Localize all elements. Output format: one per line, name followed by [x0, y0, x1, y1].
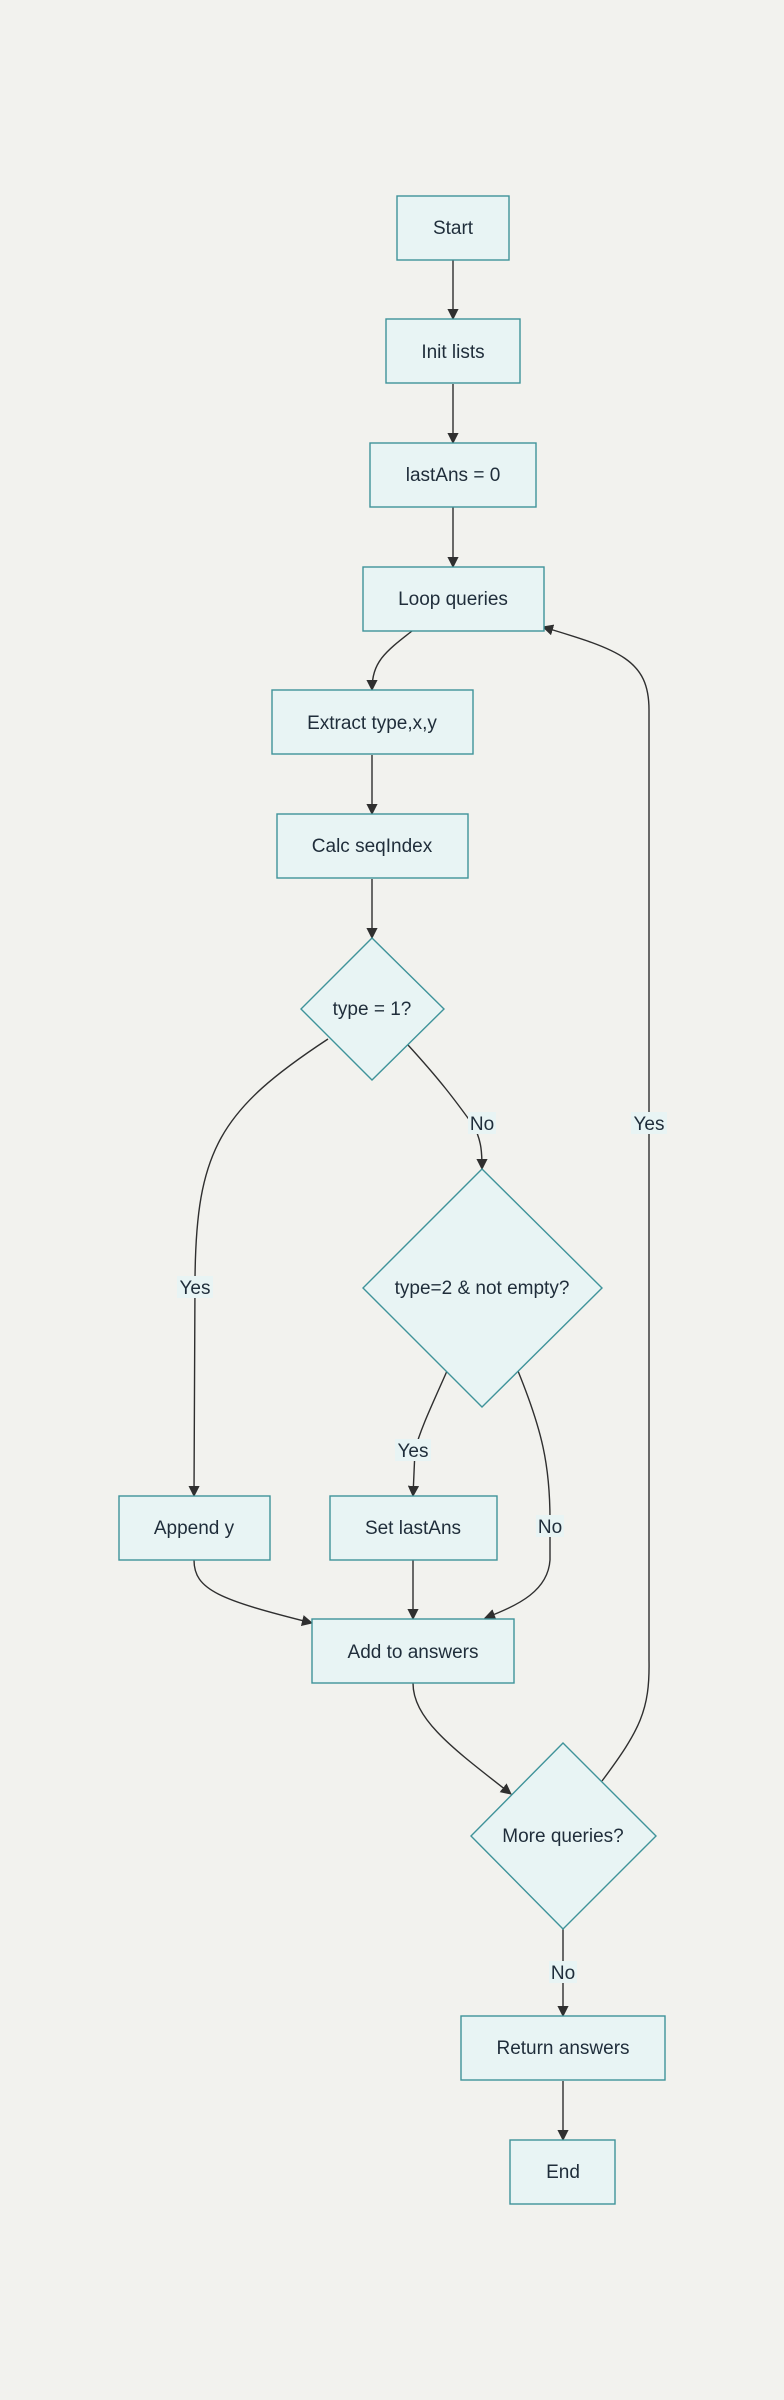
node-label: lastAns = 0 [406, 465, 501, 486]
edge-more-queries-yes [541, 624, 650, 1782]
edge-label-bg [395, 1439, 431, 1461]
node-add-answers[interactable]: Add to answers [311, 1618, 515, 1684]
edge-label-text: Yes [398, 1441, 429, 1462]
edge-type-is-one-no [407, 1044, 488, 1171]
node-shape [329, 1495, 498, 1561]
node-extract[interactable]: Extract type,x,y [271, 689, 474, 755]
node-set-last-ans[interactable]: Set lastAns [329, 1495, 498, 1561]
node-shape [509, 2139, 616, 2205]
node-start[interactable]: Start [396, 195, 510, 261]
edges-layer [188, 260, 650, 2142]
node-shape [271, 689, 474, 755]
node-label: Start [433, 218, 474, 239]
node-shape [311, 1618, 515, 1684]
node-shape [460, 2015, 666, 2081]
node-label: Init lists [421, 342, 484, 363]
node-label: End [546, 2162, 580, 2183]
node-shape [276, 813, 469, 879]
edge-label-more-queries-no: No [549, 1961, 577, 1984]
edge-label-text: No [470, 1114, 494, 1135]
edge-label-text: Yes [180, 1278, 211, 1299]
node-loop-queries[interactable]: Loop queries [362, 566, 545, 632]
node-label: Return answers [496, 2038, 629, 2059]
node-end[interactable]: End [509, 2139, 616, 2205]
node-label: Extract type,x,y [307, 713, 437, 734]
node-shape [118, 1495, 271, 1561]
node-shape [396, 195, 510, 261]
nodes-layer: Start Init lists lastAns = 0 Loop querie… [118, 195, 666, 2205]
edge-type-is-one-yes [188, 1038, 329, 1498]
edge-label-type-two-yes: Yes [395, 1439, 431, 1462]
edge-label-type-two-no: No [536, 1515, 564, 1538]
node-label: type=2 & not empty? [395, 1278, 570, 1299]
node-shape [300, 937, 445, 1081]
edge-label-text: No [551, 1963, 575, 1984]
node-label: Add to answers [348, 1642, 479, 1663]
edge-add-answers-to-more-queries [412, 1682, 512, 1795]
node-shape [369, 442, 537, 508]
edge-label-type-is-one-yes: Yes [177, 1276, 213, 1299]
edge-label-text: Yes [634, 1114, 665, 1135]
node-return-answers[interactable]: Return answers [460, 2015, 666, 2081]
edge-label-bg [549, 1961, 577, 1983]
node-label: Calc seqIndex [312, 836, 433, 857]
edge-label-text: No [538, 1517, 562, 1538]
edge-labels-layer: No Yes Yes No Yes No [177, 1112, 667, 1984]
node-type-two-not-empty[interactable]: type=2 & not empty? [362, 1168, 603, 1408]
node-init-lists[interactable]: Init lists [385, 318, 521, 384]
edge-label-bg [631, 1112, 667, 1134]
node-shape [362, 1168, 603, 1408]
node-append-y[interactable]: Append y [118, 1495, 271, 1561]
node-shape [362, 566, 545, 632]
node-calc-seq[interactable]: Calc seqIndex [276, 813, 469, 879]
node-label: More queries? [502, 1826, 623, 1847]
node-shape [385, 318, 521, 384]
edge-label-bg [536, 1515, 564, 1537]
edge-loop-queries-to-extract [366, 630, 413, 692]
edge-type-two-yes [407, 1370, 448, 1498]
edge-label-type-is-one-no: No [468, 1112, 496, 1135]
node-shape [470, 1742, 657, 1930]
node-label: type = 1? [333, 999, 412, 1020]
node-last-ans-zero[interactable]: lastAns = 0 [369, 442, 537, 508]
edge-append-y-to-add-answers [193, 1559, 314, 1626]
edge-label-bg [468, 1112, 496, 1134]
node-label: Set lastAns [365, 1518, 461, 1539]
edge-label-more-queries-yes: Yes [631, 1112, 667, 1135]
node-label: Loop queries [398, 589, 508, 610]
node-type-is-one[interactable]: type = 1? [300, 937, 445, 1081]
edge-label-bg [177, 1276, 213, 1298]
node-label: Append y [154, 1518, 235, 1539]
edge-type-two-no [483, 1370, 551, 1620]
node-more-queries[interactable]: More queries? [470, 1742, 657, 1930]
